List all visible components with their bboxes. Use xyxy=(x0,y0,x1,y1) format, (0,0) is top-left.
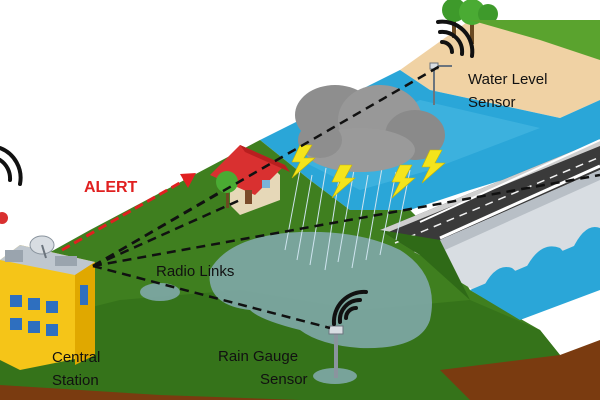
rain-gauge-label-line2: Sensor xyxy=(260,371,308,388)
wifi-signal-icon-station xyxy=(0,146,23,186)
water-level-label-line1: Water Level xyxy=(468,71,548,88)
house-tree xyxy=(216,171,238,208)
rain-gauge-sensor xyxy=(328,325,344,378)
upper-grass xyxy=(470,20,600,60)
tree-group xyxy=(442,0,498,44)
central-station-label-line2: Station xyxy=(52,372,99,389)
central-station-label-line1: Central xyxy=(52,349,101,366)
bridge xyxy=(419,139,600,320)
lightning-bolt-icon xyxy=(291,144,446,199)
wifi-signal-icon-rain xyxy=(331,289,368,326)
storm-cloud-icon xyxy=(295,85,445,172)
alert-arrow xyxy=(61,173,196,252)
wifi-signal-icon xyxy=(436,19,475,58)
radio-links-label: Radio Links xyxy=(156,263,235,280)
radio-links xyxy=(92,64,600,330)
soil-edge xyxy=(0,340,600,400)
rain-drops xyxy=(284,167,411,271)
rain-gauge-label-line1: Rain Gauge xyxy=(218,348,299,365)
central-station-building xyxy=(0,212,95,370)
bank-slope xyxy=(380,230,470,300)
water-level-label-line2: Sensor xyxy=(468,94,516,111)
alert-label: ALERT xyxy=(84,179,138,196)
